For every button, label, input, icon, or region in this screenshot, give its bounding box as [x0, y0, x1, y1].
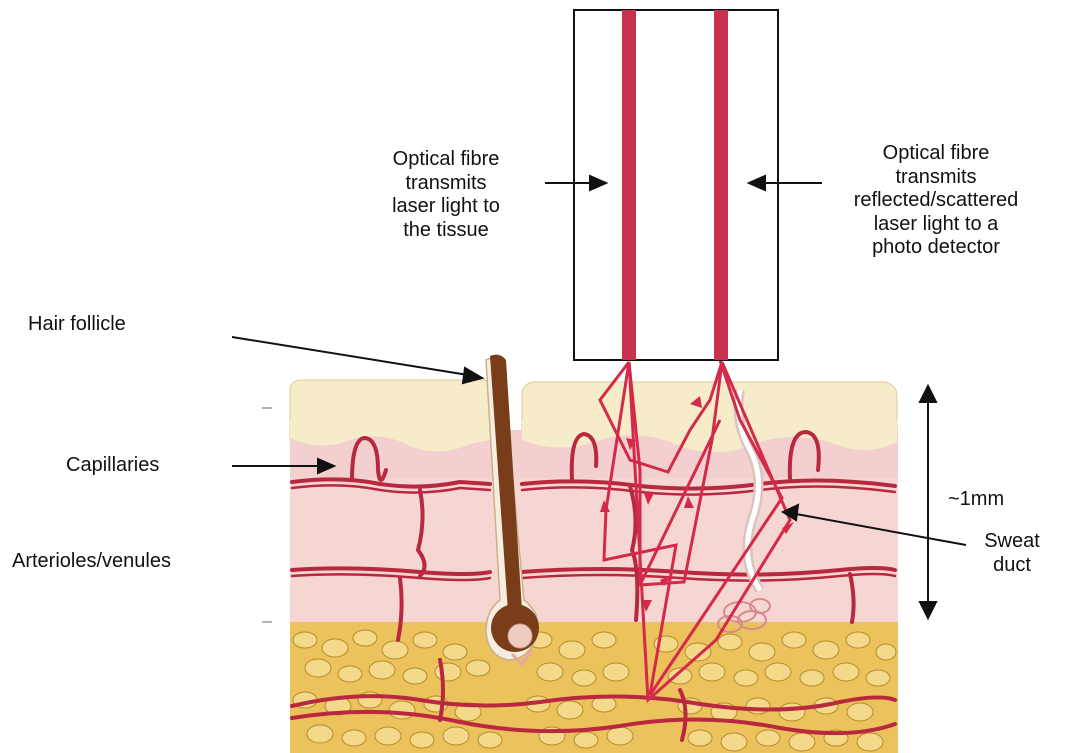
label-capillaries: Capillaries: [66, 454, 159, 478]
probe-housing: [574, 10, 778, 360]
label-fibre-left: Optical fibre transmits laser light to t…: [356, 148, 536, 242]
label-sweat-duct: Sweat duct: [962, 530, 1062, 577]
label-fibre-right: Optical fibre transmits reflected/scatte…: [808, 142, 1064, 260]
depth-scale-arrow: [920, 386, 936, 618]
optical-probe: [574, 10, 778, 360]
label-arterioles-venules: Arterioles/venules: [12, 550, 171, 574]
receive-fibre: [714, 10, 728, 360]
transmit-fibre: [622, 10, 636, 360]
label-scale: ~1mm: [948, 488, 1004, 512]
label-hair-follicle: Hair follicle: [28, 313, 126, 337]
